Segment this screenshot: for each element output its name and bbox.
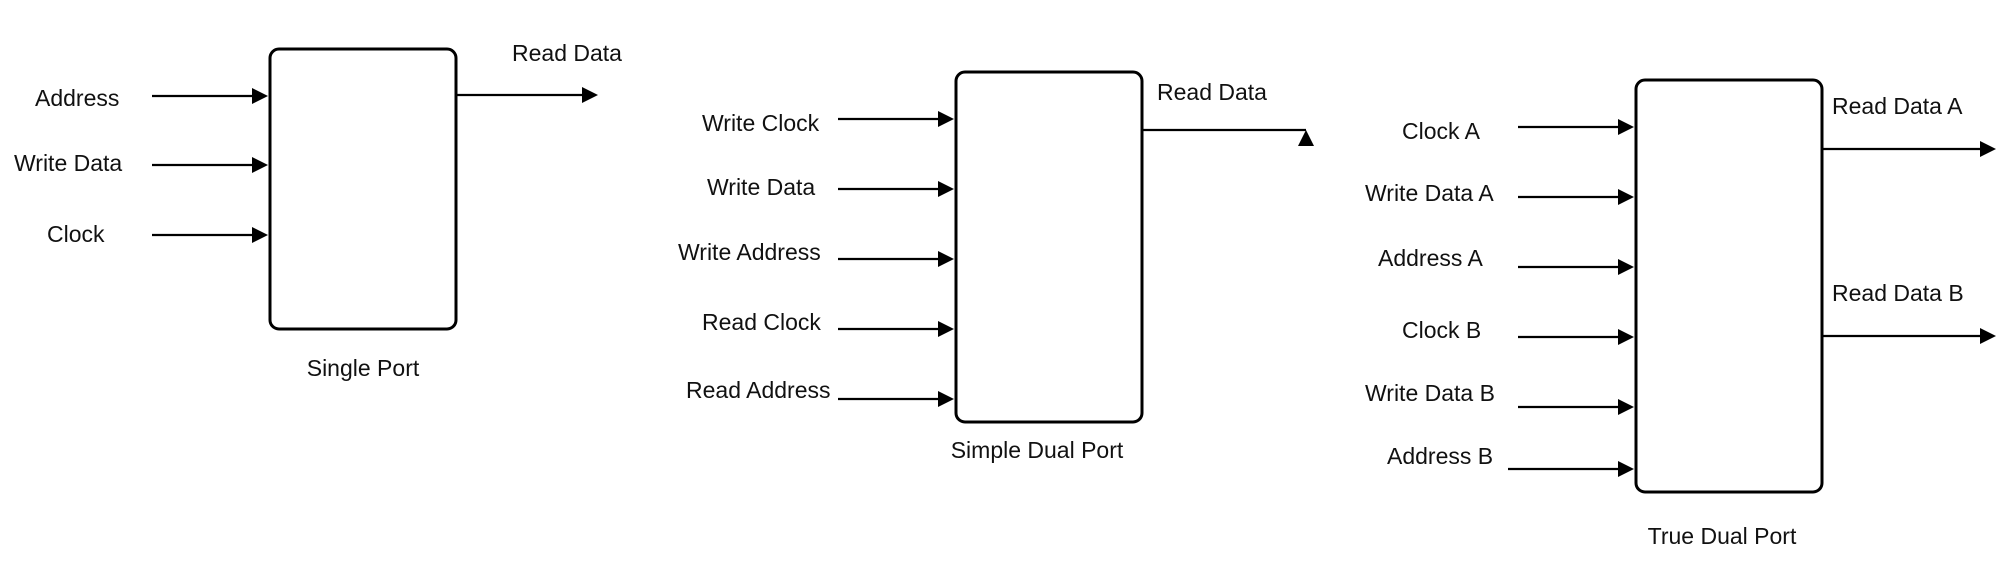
caption-true-dual-port: True Dual Port (1648, 523, 1797, 549)
output-label-read-data: Read Data (1157, 79, 1267, 105)
simple-dual-port-diagram: Write Clock Write Data Write Address Rea… (678, 70, 1314, 463)
arrow-head (252, 227, 268, 243)
true-dual-port-block (1634, 78, 1824, 494)
arrow-head (1980, 328, 1996, 344)
input-label-clock-b: Clock B (1402, 317, 1481, 343)
arrow-head (1298, 130, 1314, 146)
arrow-head (1618, 329, 1634, 345)
input-label-write-clock: Write Clock (702, 110, 820, 136)
input-label-address: Address (35, 85, 119, 111)
input-label-write-data-b: Write Data B (1365, 380, 1495, 406)
input-label-clock: Clock (47, 221, 105, 247)
true-dual-port-diagram: Clock A Write Data A Address A Clock B W… (1365, 78, 1996, 549)
single-port-block (268, 47, 458, 331)
arrow-head (1618, 119, 1634, 135)
input-label-write-address: Write Address (678, 239, 821, 265)
caption-single-port: Single Port (307, 355, 420, 381)
input-label-read-clock: Read Clock (702, 309, 821, 335)
output-label-read-data: Read Data (512, 40, 622, 66)
simple-dual-port-block (954, 70, 1144, 424)
arrow-head (252, 88, 268, 104)
input-label-write-data: Write Data (14, 150, 122, 176)
input-label-write-data: Write Data (707, 174, 815, 200)
input-label-address-a: Address A (1378, 245, 1483, 271)
input-label-write-data-a: Write Data A (1365, 180, 1494, 206)
arrow-head (252, 157, 268, 173)
output-label-read-data-b: Read Data B (1832, 280, 1964, 306)
input-label-clock-a: Clock A (1402, 118, 1481, 144)
arrow-head (938, 251, 954, 267)
arrow-head (1980, 141, 1996, 157)
arrow-head (1618, 399, 1634, 415)
input-label-address-b: Address B (1387, 443, 1493, 469)
arrow-head (938, 321, 954, 337)
arrow-head (1618, 189, 1634, 205)
arrow-head (938, 111, 954, 127)
arrow-head (1618, 461, 1634, 477)
input-label-read-address: Read Address (686, 377, 830, 403)
output-label-read-data-a: Read Data A (1832, 93, 1963, 119)
arrow-head (938, 181, 954, 197)
caption-simple-dual-port: Simple Dual Port (951, 437, 1124, 463)
arrow-head (938, 391, 954, 407)
arrow-head (1618, 259, 1634, 275)
single-port-diagram: Address Write Data Clock Read Data Singl… (14, 40, 622, 381)
arrow-head (582, 87, 598, 103)
